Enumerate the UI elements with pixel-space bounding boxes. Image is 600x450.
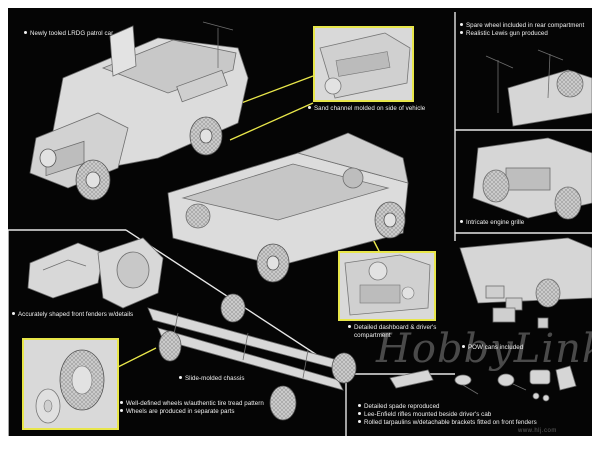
patrol-car-rear-view	[167, 132, 409, 267]
watermark-logo: HobbyLink	[376, 326, 592, 372]
caption-tarpaulins: Rolled tarpaulins w/detachable brackets …	[358, 419, 537, 426]
sand-channel-inset	[313, 26, 414, 102]
patrol-car-front-view	[29, 21, 249, 189]
caption-text: Well-defined wheels w/authentic tire tre…	[126, 400, 264, 407]
artwork	[8, 12, 592, 436]
caption-engine-grille: Intricate engine grille	[460, 219, 524, 226]
caption-rifles: Lee-Enfield rifles mounted beside driver…	[358, 411, 491, 418]
caption-text: POW cans included	[468, 344, 524, 351]
caption-text: Rolled tarpaulins w/detachable brackets …	[364, 419, 537, 426]
caption-text: Accurately shaped front fenders w/detail…	[18, 311, 134, 318]
pow-cans-detail	[459, 237, 592, 329]
main-truck-wheels	[39, 116, 223, 201]
watermark-url: www.hlj.com	[518, 428, 557, 434]
caption-text: Sand channel molded on side of vehicle	[314, 105, 426, 112]
caption-spade: Detailed spade reproduced	[358, 403, 440, 410]
caption-text: Intricate engine grille	[466, 219, 525, 226]
caption-spare-wheel: Spare wheel included in rear compartment	[460, 22, 584, 29]
engine-grille-detail	[472, 137, 592, 220]
caption-wheels-separate: Wheels are produced in separate parts	[120, 408, 234, 415]
caption-chassis: Slide-molded chassis	[179, 375, 244, 382]
chassis-wheels	[158, 293, 357, 421]
wheels-inset	[22, 338, 119, 430]
rear-truck-wheels	[256, 201, 406, 283]
caption-text: compartment	[354, 332, 391, 339]
caption-text: Detailed dashboard & driver's	[354, 324, 437, 331]
caption-pow-cans: POW cans included	[462, 344, 523, 351]
dashboard-inset	[338, 251, 436, 321]
caption-patrol-car: Newly tooled LRDG patrol car	[24, 30, 113, 37]
caption-lewis-gun: Realistic Lewis gun produced	[460, 30, 548, 37]
caption-text: Slide-molded chassis	[185, 375, 245, 382]
caption-sand-channel: Sand channel molded on side of vehicle	[308, 105, 425, 112]
caption-text: Detailed spade reproduced	[364, 403, 440, 410]
caption-text: Spare wheel included in rear compartment	[466, 22, 585, 29]
caption-text: Wheels are produced in separate parts	[126, 408, 235, 415]
accessory-parts	[389, 365, 577, 402]
caption-text: Realistic Lewis gun produced	[466, 30, 548, 37]
caption-front-fenders: Accurately shaped front fenders w/detail…	[12, 311, 133, 318]
product-sheet: Newly tooled LRDG patrol car Sand channe…	[8, 8, 592, 436]
front-fender-parts	[27, 237, 164, 309]
caption-text: Lee-Enfield rifles mounted beside driver…	[364, 411, 492, 418]
lewis-gun-detail	[485, 49, 592, 127]
caption-wheels-tread: Well-defined wheels w/authentic tire tre…	[120, 400, 264, 407]
caption-text: Newly tooled LRDG patrol car	[30, 30, 114, 37]
caption-dashboard: Detailed dashboard & driver's	[348, 324, 436, 331]
caption-dashboard-cont: compartment	[354, 332, 391, 339]
